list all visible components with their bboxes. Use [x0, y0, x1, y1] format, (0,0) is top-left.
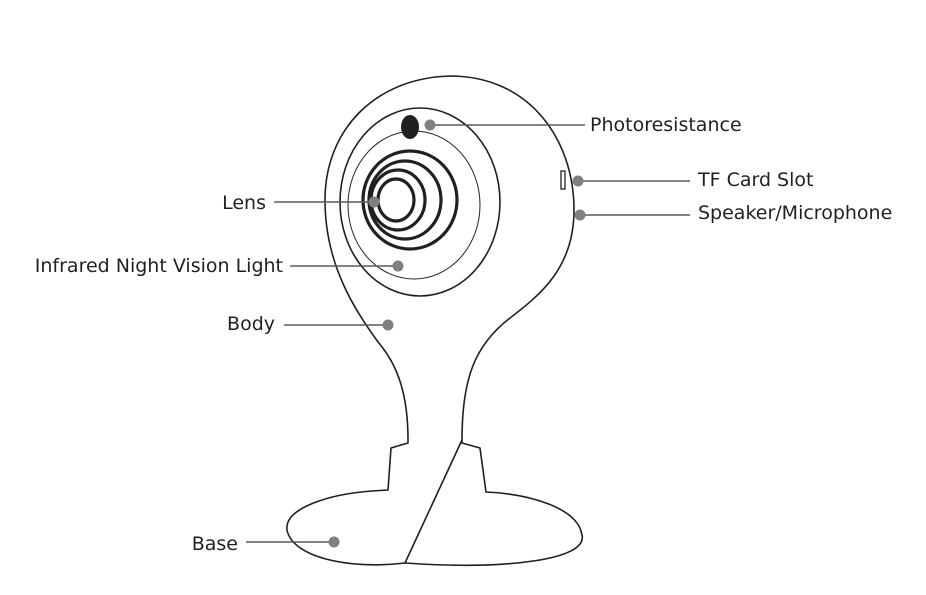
callout-body: Body [227, 313, 394, 335]
callout-photoresistance: Photoresistance [424, 114, 742, 136]
label-photoresistance: Photoresistance [590, 114, 742, 136]
label-lens: Lens [222, 192, 266, 214]
photoresistance-sensor [401, 115, 419, 139]
label-infrared-light: Infrared Night Vision Light [35, 255, 283, 277]
callout-base: Base [192, 533, 340, 555]
callout-tf-card-slot: TF Card Slot [572, 169, 813, 191]
callout-lens: Lens [222, 192, 380, 214]
label-tf-card-slot: TF Card Slot [697, 169, 813, 191]
label-base: Base [192, 533, 238, 555]
camera-base-outline [286, 439, 583, 566]
label-body: Body [227, 313, 275, 335]
camera-body-outline [324, 75, 575, 441]
label-speaker-microphone: Speaker/Microphone [698, 202, 892, 224]
tf-card-slot [560, 170, 566, 190]
callout-infrared-light: Infrared Night Vision Light [35, 255, 404, 277]
camera-illustration [286, 75, 583, 566]
callout-speaker-microphone: Speaker/Microphone [574, 202, 892, 224]
